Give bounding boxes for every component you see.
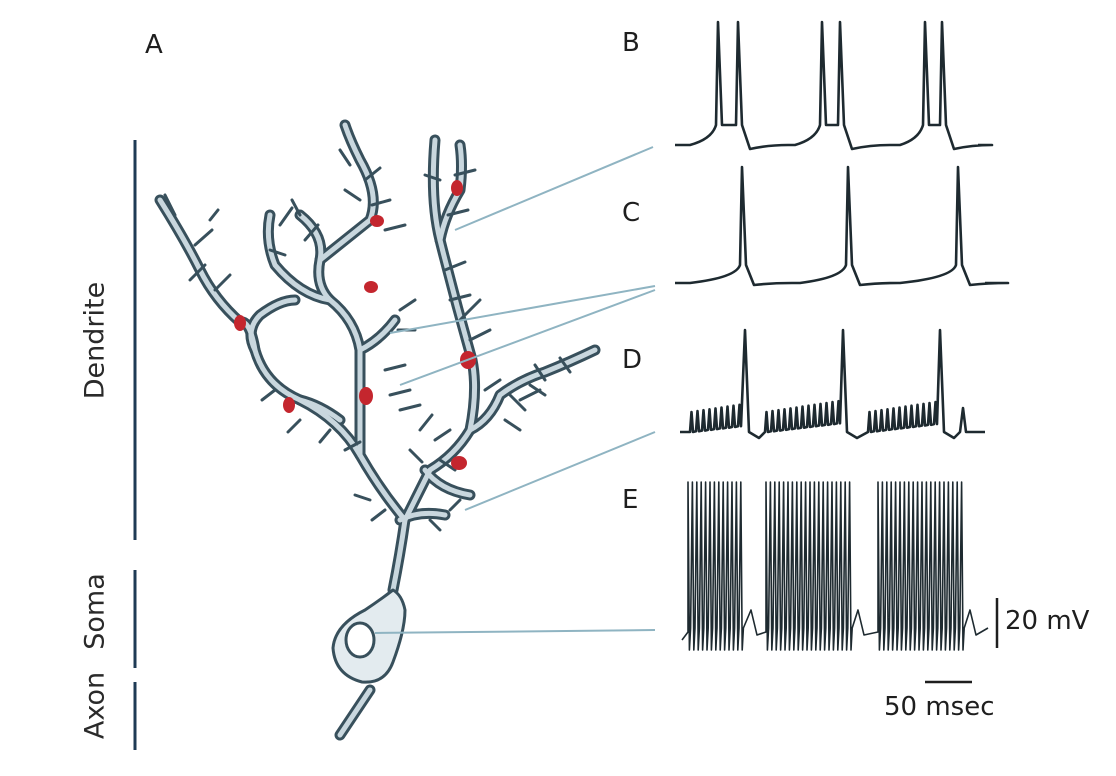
synapse-marker [364, 281, 378, 293]
synapse-marker [359, 387, 373, 405]
trace-d [680, 330, 985, 438]
connector-soma [375, 630, 655, 633]
nucleus [346, 623, 374, 657]
synapse-marker [283, 397, 295, 413]
trace-e [682, 482, 988, 650]
soma-label: Soma [80, 572, 111, 652]
panel-label-e: E [622, 485, 638, 515]
time-scale-label: 50 msec [884, 692, 995, 722]
synapse-marker [234, 315, 246, 331]
axon-label: Axon [80, 666, 111, 746]
connector-d [400, 290, 655, 385]
panel-label-a: A [145, 30, 163, 60]
synapse-marker [451, 180, 463, 196]
synapse-marker [451, 456, 467, 470]
panel-label-c: C [622, 198, 640, 228]
connector-c [390, 286, 655, 333]
voltage-scale-label: 20 mV [1005, 606, 1089, 636]
voltage-traces [675, 22, 1008, 650]
trace-b [675, 22, 992, 149]
panel-label-d: D [622, 345, 642, 375]
synapse-marker [370, 215, 384, 227]
soma-body [333, 590, 405, 682]
dendrite-label: Dendrite [80, 281, 111, 401]
panel-label-b: B [622, 28, 640, 58]
trace-c [675, 167, 1008, 285]
